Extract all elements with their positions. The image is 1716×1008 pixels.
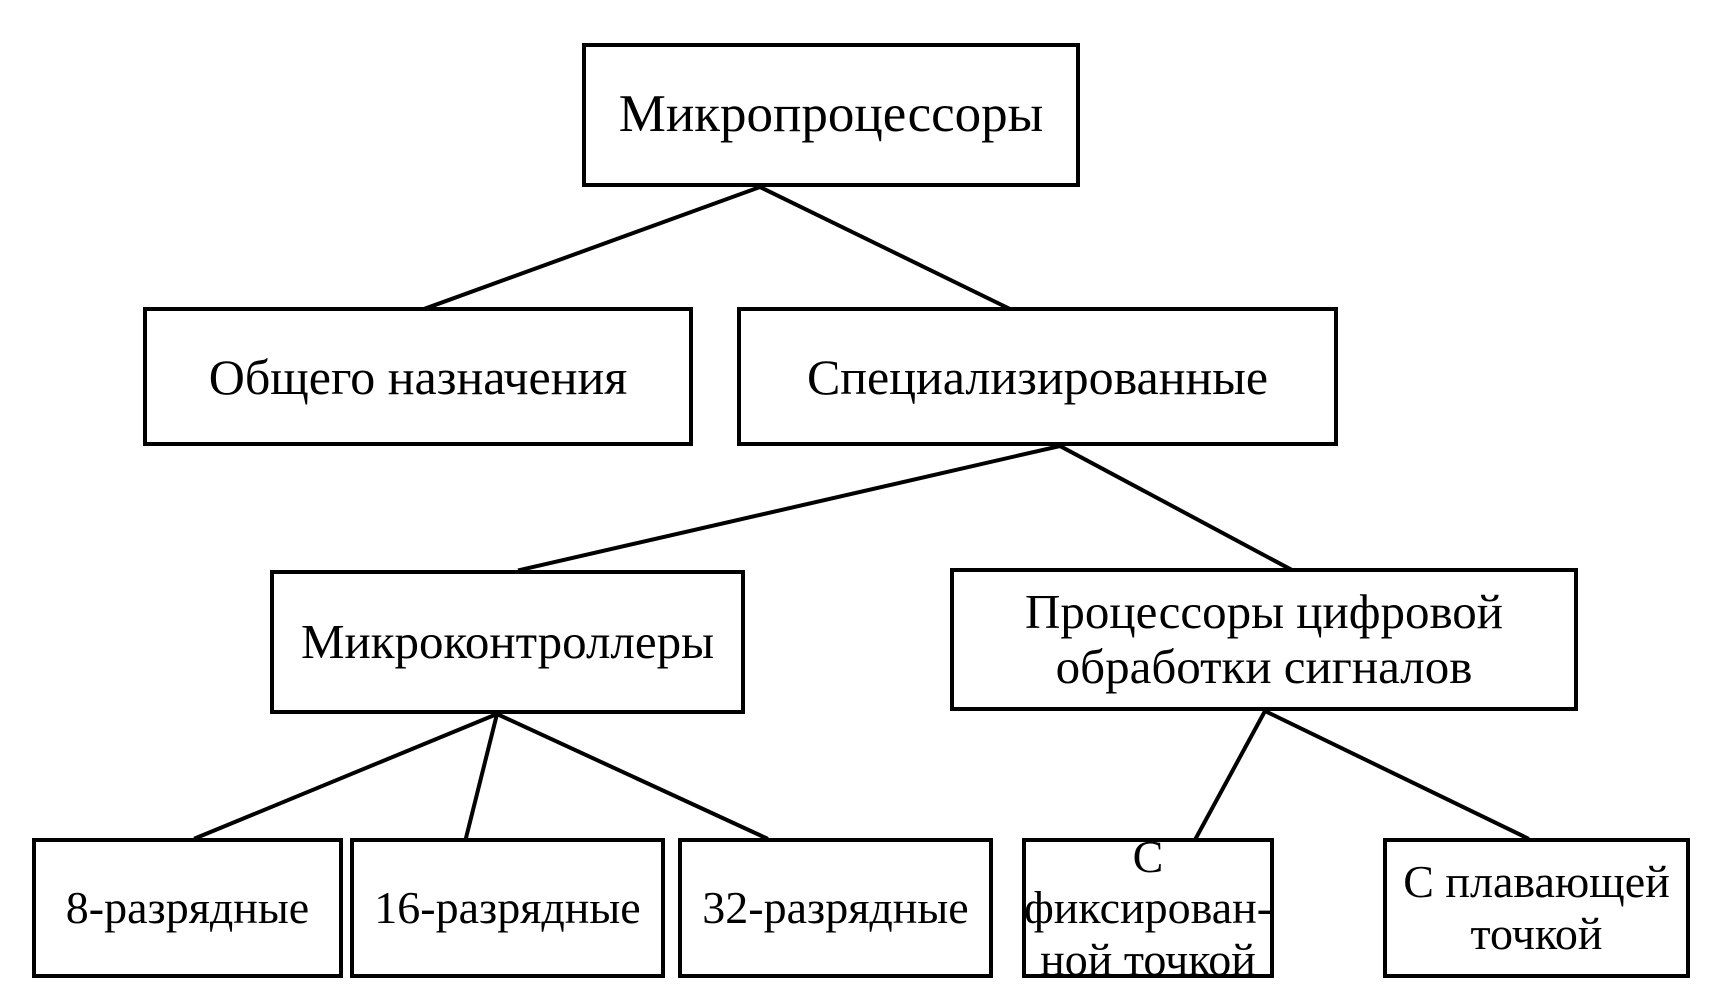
node-mcu-32bit-label: 32-разрядные	[702, 882, 969, 934]
node-mcu-32bit[interactable]: 32-разрядные	[678, 838, 993, 978]
node-general-purpose-label: Общего назначения	[208, 348, 628, 405]
edge-microcontrollers-to-8bit	[193, 711, 500, 841]
node-dsp-floating-point[interactable]: С плавающей точкой	[1383, 838, 1690, 978]
node-dsp[interactable]: Процессоры цифровой обработки сигналов	[950, 568, 1578, 711]
node-general-purpose[interactable]: Общего назначения	[143, 307, 693, 446]
node-dsp-label: Процессоры цифровой обработки сигналов	[1025, 583, 1503, 694]
node-dsp-fixed-point[interactable]: С фиксирован- ной точкой	[1022, 831, 1274, 985]
edge-microcontrollers-to-32bit	[494, 711, 769, 841]
edge-root-to-specialized	[757, 184, 1013, 312]
node-microcontrollers[interactable]: Микроконтроллеры	[270, 570, 745, 714]
node-mcu-16bit-label: 16-разрядные	[374, 882, 641, 934]
node-mcu-8bit-label: 8-разрядные	[65, 882, 310, 934]
node-dsp-fixed-point-label: С фиксирован- ной точкой	[1023, 830, 1273, 985]
node-microcontrollers-label: Микроконтроллеры	[300, 613, 715, 669]
node-microprocessors[interactable]: Микропроцессоры	[582, 43, 1080, 187]
node-specialized-label: Специализированные	[806, 348, 1269, 405]
node-mcu-8bit[interactable]: 8-разрядные	[32, 838, 343, 978]
edge-specialized-to-dsp	[1057, 443, 1293, 572]
edge-microcontrollers-to-16bit	[463, 711, 500, 841]
node-specialized[interactable]: Специализированные	[737, 307, 1338, 446]
edge-dsp-to-floating-point	[1262, 708, 1530, 841]
edge-dsp-to-fixed-point	[1193, 708, 1268, 841]
edge-root-to-general-purpose	[421, 184, 763, 312]
node-microprocessors-label: Микропроцессоры	[618, 85, 1044, 144]
node-dsp-floating-point-label: С плавающей точкой	[1403, 856, 1670, 959]
node-mcu-16bit[interactable]: 16-разрядные	[350, 838, 665, 978]
edge-specialized-to-microcontrollers	[517, 443, 1063, 573]
